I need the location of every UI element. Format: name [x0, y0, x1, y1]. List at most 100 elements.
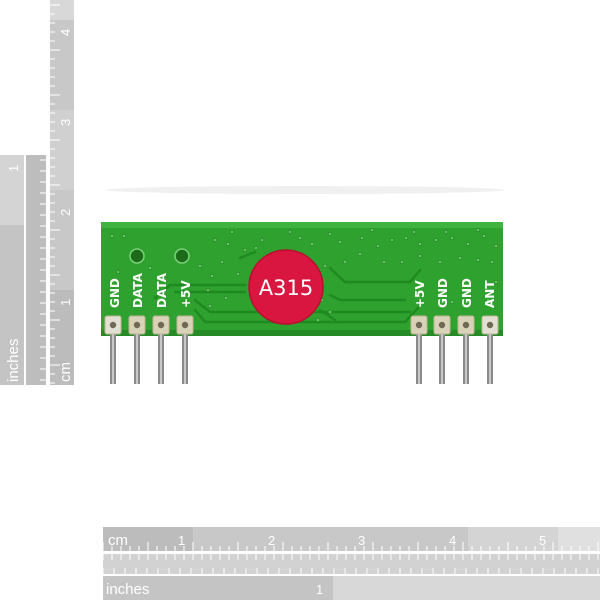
left-ruler-cm-number-2: 2 [58, 209, 73, 216]
pad-hole [109, 321, 117, 329]
header-pin-highlight [184, 334, 186, 384]
via-dot [381, 259, 387, 265]
via-dot [322, 263, 328, 269]
via-dot [225, 241, 231, 247]
chip-sticker [249, 250, 323, 324]
header-pin-highlight [136, 334, 138, 384]
via-dot [417, 253, 423, 259]
header-pin-highlight [418, 334, 420, 384]
via-dot [147, 265, 153, 271]
pad-hole [157, 321, 165, 329]
bottom-ruler-cm-number-3: 3 [358, 533, 365, 548]
bottom-ruler-cm-label: cm [108, 532, 128, 549]
via-dot [327, 309, 333, 315]
via-dot [242, 247, 248, 253]
via-dot [357, 251, 363, 257]
pin-label-right-3: GND [460, 278, 474, 308]
left-ruler-cm-number-4: 4 [58, 29, 73, 36]
header-pin-highlight [160, 334, 162, 384]
via-dot [205, 287, 211, 293]
via-dot [467, 293, 473, 299]
via-dot [481, 233, 487, 239]
header-pin-highlight [441, 334, 443, 384]
via-dot [297, 235, 303, 241]
via-dot [433, 237, 439, 243]
left-ruler-cm-strip [26, 155, 46, 385]
via-dot [219, 259, 225, 265]
pad-hole [438, 321, 446, 329]
via-dot [121, 233, 127, 239]
via-dot [327, 231, 333, 237]
pin-label-right-2: GND [436, 278, 450, 308]
via-dot [315, 317, 321, 323]
via-dot [109, 233, 115, 239]
bottom-ruler-inches-label: inches [106, 581, 149, 598]
mounting-hole [174, 248, 190, 264]
pin-label-right-4: ANT [483, 280, 497, 308]
bottom-ruler-cm-number-4: 4 [449, 533, 456, 548]
pin-label-right-1: +5V [413, 280, 427, 308]
left-ruler-inches-label: inches [5, 339, 22, 382]
left-ruler-inch-number-1: 1 [6, 165, 21, 172]
via-dot [337, 239, 343, 245]
via-dot [399, 259, 405, 265]
via-dot [253, 245, 259, 251]
via-dot [375, 243, 381, 249]
left-ruler-cm-number-1: 1 [58, 299, 73, 306]
header-pin-highlight [489, 334, 491, 384]
via-dot [309, 241, 315, 247]
via-dot [207, 303, 213, 309]
pad-hole [133, 321, 141, 329]
via-dot [287, 229, 293, 235]
via-dot [115, 269, 121, 275]
via-dot [437, 259, 443, 265]
via-dot [212, 237, 218, 243]
via-dot [475, 257, 481, 263]
pad-hole [462, 321, 470, 329]
via-dot [235, 271, 241, 277]
via-dot [449, 299, 455, 305]
left-ruler: inches cm 1 1 2 3 4 [0, 0, 74, 385]
header-pin-highlight [465, 334, 467, 384]
via-dot [229, 229, 235, 235]
via-dot [209, 273, 215, 279]
via-dot [457, 255, 463, 261]
via-dot [411, 229, 417, 235]
bottom-ruler: cm inches 1 2 3 4 5 1 [102, 527, 600, 600]
via-dot [259, 237, 265, 243]
via-dot [223, 295, 229, 301]
via-dot [369, 227, 375, 233]
via-dot [485, 297, 491, 303]
via-dot [449, 235, 455, 241]
bottom-ruler-cm-number-5: 5 [539, 533, 546, 548]
bottom-ruler-cm-number-1: 1 [178, 533, 185, 548]
via-dot [403, 235, 409, 241]
bottom-ruler-inch-number-1: 1 [316, 582, 323, 597]
pcb-traces [153, 250, 422, 324]
pad-hole [415, 321, 423, 329]
bottom-ruler-mid-strip [103, 554, 600, 574]
pin-label-left-1: GND [108, 278, 122, 308]
pad-hole [486, 321, 494, 329]
rf-receiver-module: A315 GND DATA DATA +5V +5V GND GND ANT [101, 186, 505, 384]
header-pins [104, 315, 499, 384]
via-dot [389, 237, 395, 243]
pcb-vias [109, 227, 499, 323]
pin-label-left-3: DATA [155, 272, 169, 308]
bottom-ruler-cm-number-2: 2 [268, 533, 275, 548]
chip-label: A315 [259, 276, 313, 300]
via-dot [465, 241, 471, 247]
mounting-hole [129, 248, 145, 264]
via-dot [443, 229, 449, 235]
via-dot [475, 227, 481, 233]
left-ruler-cm-label: cm [57, 362, 74, 382]
header-pin-highlight [112, 334, 114, 384]
pin-label-left-4: +5V [179, 280, 193, 308]
via-dot [359, 235, 365, 241]
via-dot [197, 263, 203, 269]
via-dot [109, 287, 115, 293]
via-dot [493, 243, 499, 249]
pad-hole [181, 321, 189, 329]
via-dot [493, 279, 499, 285]
